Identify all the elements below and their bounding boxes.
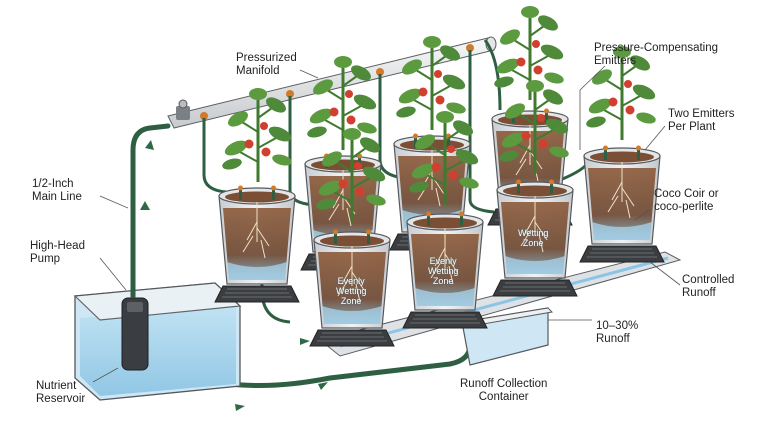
label-two-emitters-per-plant: Two Emitters Per Plant xyxy=(668,108,734,134)
wetting-zone-label-back-right: Wetting Zone xyxy=(518,228,548,248)
label-line: 1/2-Inch xyxy=(32,178,74,190)
label-high-head-pump: High-Head Pump xyxy=(30,240,85,266)
label-line: Manifold xyxy=(236,65,280,77)
label-nutrient-reservoir: Nutrient Reservoir xyxy=(36,380,85,406)
label-line: Runoff xyxy=(596,333,630,345)
zone-line: Wetting xyxy=(518,228,549,238)
zone-line: Evenly xyxy=(337,276,365,286)
label-line: Reservoir xyxy=(36,393,86,405)
label-runoff-percent: 10–30% Runoff xyxy=(596,320,638,346)
zone-line: Zone xyxy=(432,276,454,286)
label-line: Coco Coir or xyxy=(654,188,719,200)
label-line: Pump xyxy=(30,253,61,265)
label-main-line: 1/2-Inch Main Line xyxy=(32,178,82,204)
label-pressurized-manifold: Pressurized Manifold xyxy=(236,52,297,78)
label-coco-coir: Coco Coir or coco-perlite xyxy=(654,188,719,214)
zone-line: Wetting xyxy=(336,286,367,296)
label-line: coco-perlite xyxy=(654,201,714,213)
label-line: Runoff Collection xyxy=(460,378,548,390)
label-line: Pressurized xyxy=(236,52,297,64)
label-line: High-Head xyxy=(30,240,85,252)
label-line: Per Plant xyxy=(668,121,716,133)
label-line: Main Line xyxy=(32,191,82,203)
label-line: Emitters xyxy=(594,55,637,67)
label-line: Pressure-Compensating xyxy=(594,42,719,54)
label-line: Runoff xyxy=(682,287,716,299)
zone-line: Evenly xyxy=(429,256,457,266)
wetting-zone-label-front-left: Evenly Wetting Zone xyxy=(336,276,366,306)
label-line: 10–30% xyxy=(596,320,639,332)
label-line: Nutrient xyxy=(36,380,77,392)
zone-line: Zone xyxy=(340,296,362,306)
label-line: Container xyxy=(478,391,529,403)
label-controlled-runoff: Controlled Runoff xyxy=(682,274,734,300)
zone-line: Wetting xyxy=(428,266,459,276)
label-pressure-compensating-emitters: Pressure-Compensating Emitters xyxy=(594,42,718,68)
label-runoff-collection-container: Runoff Collection Container xyxy=(460,378,547,404)
label-line: Controlled xyxy=(682,274,735,286)
zone-line: Zone xyxy=(522,238,544,248)
wetting-zone-label-front-mid: Evenly Wetting Zone xyxy=(428,256,458,286)
label-line: Two Emitters xyxy=(668,108,735,120)
